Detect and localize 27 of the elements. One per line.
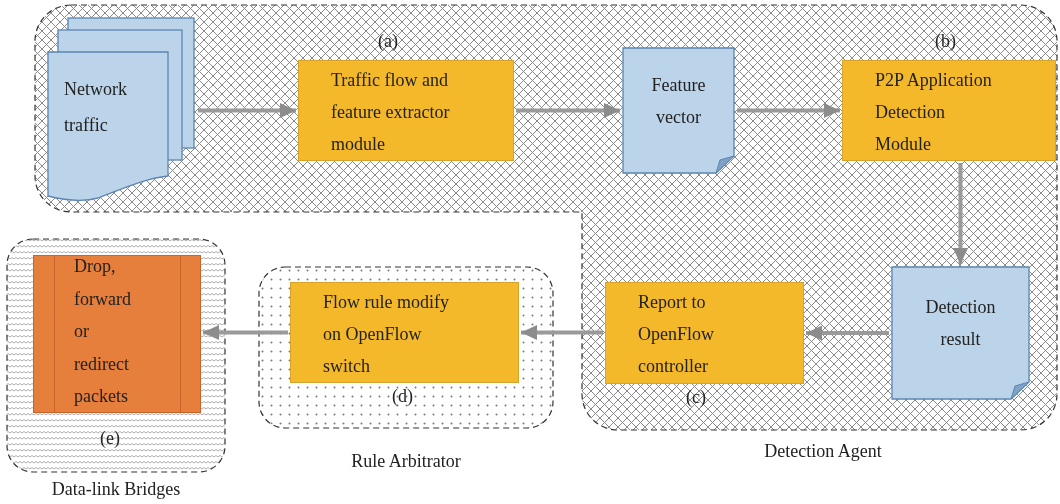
box-label: P2P Application Detection Module bbox=[875, 69, 993, 156]
arrow bbox=[203, 324, 288, 341]
box-label: Drop, forward or redirect packets bbox=[74, 255, 132, 408]
box-label: Report to OpenFlow controller bbox=[638, 291, 715, 378]
group-heading: Rule Arbitrator bbox=[350, 450, 462, 472]
arrow bbox=[737, 102, 840, 119]
arrow bbox=[521, 324, 603, 341]
group-heading: Data-link Bridges bbox=[50, 478, 182, 500]
panel-label: (d) bbox=[392, 385, 413, 407]
process-box bbox=[298, 60, 514, 161]
node-label: Network traffic bbox=[64, 78, 128, 137]
action-box bbox=[33, 255, 201, 413]
arrow bbox=[952, 163, 969, 264]
panel-label: (b) bbox=[935, 30, 956, 52]
panel-label: (c) bbox=[686, 386, 706, 408]
box-label: Flow rule modify on OpenFlow switch bbox=[323, 291, 450, 378]
panel-label: (e) bbox=[100, 427, 120, 449]
node-label: Detection result bbox=[924, 296, 997, 351]
group-heading: Detection Agent bbox=[763, 440, 883, 462]
process-box bbox=[290, 282, 519, 383]
node-label: Feature vector bbox=[650, 74, 707, 129]
panel-label: (a) bbox=[378, 30, 398, 52]
box-label: Traffic flow and feature extractor module bbox=[331, 69, 451, 156]
process-box bbox=[842, 60, 1056, 161]
arrow bbox=[198, 102, 296, 119]
arrow bbox=[516, 102, 620, 119]
process-box bbox=[605, 282, 804, 384]
